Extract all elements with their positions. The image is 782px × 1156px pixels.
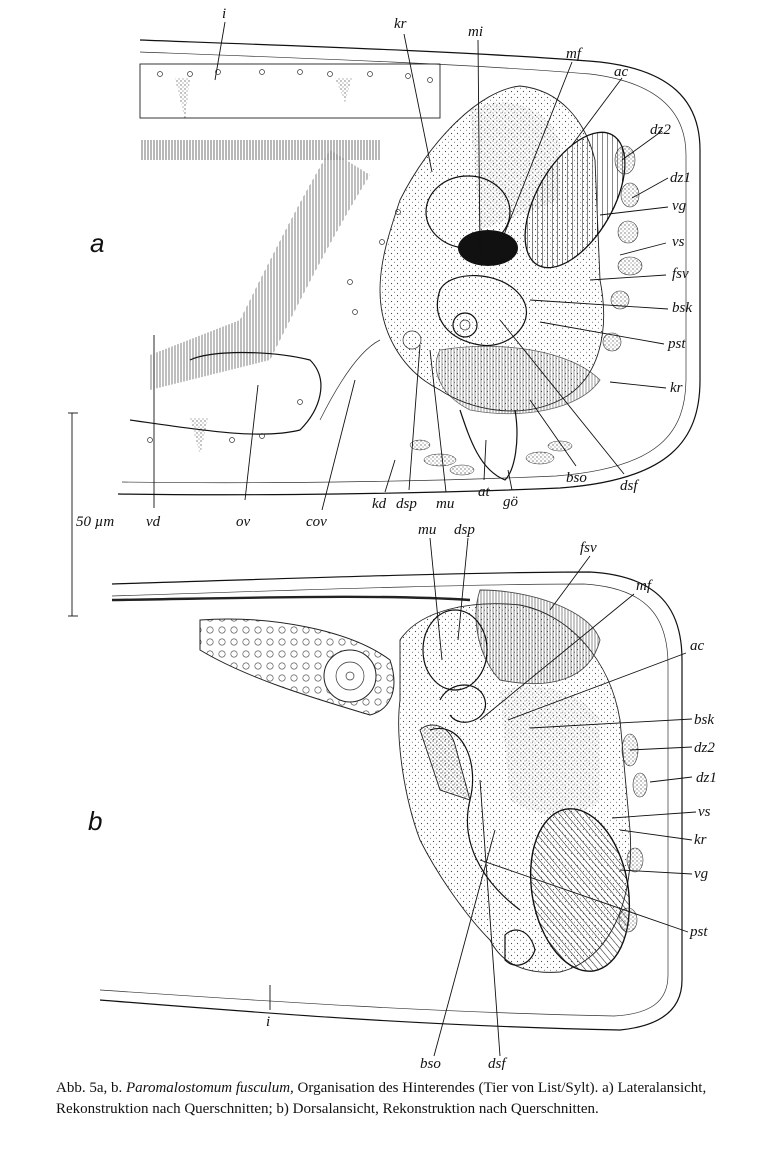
anatomical-diagram: a i kr mi mf ac dz2 dz1 vg vs fsv bsk ps… [68, 6, 717, 1070]
label-a-bsk: bsk [672, 300, 692, 316]
label-a-mi: mi [468, 24, 483, 40]
caption-text: Organisation des Hinterendes (Tier von L… [56, 1080, 707, 1117]
panel-b [99, 537, 697, 1057]
label-a-bso: bso [566, 470, 587, 486]
label-a-go: gö [503, 494, 519, 510]
label-b-dz2: dz2 [694, 740, 715, 756]
label-b-bsk: bsk [694, 712, 714, 728]
label-b-dsf: dsf [488, 1056, 507, 1070]
caption-prefix: Abb. 5a, b. [56, 1080, 123, 1096]
intestine-folds-a [175, 78, 352, 120]
label-b-ac: ac [690, 638, 705, 654]
label-a-fsv: fsv [672, 266, 689, 282]
intestine-cilia-a [140, 140, 380, 160]
ovary-fold-a [190, 418, 208, 455]
atrial-glands-a [409, 439, 573, 476]
gland-clusters-b [618, 733, 648, 933]
label-a-vg: vg [672, 198, 687, 214]
seminal-bulb-b [422, 609, 488, 691]
label-b-mf: mf [636, 578, 653, 594]
ovary-a [129, 351, 322, 435]
vas-deferens-b [111, 595, 471, 602]
ovary-nuclei-a [147, 209, 401, 443]
leader-lines-a [153, 21, 669, 511]
ciliated-band-a [150, 150, 370, 390]
label-a-kr-top: kr [394, 16, 407, 32]
label-a-ov: ov [236, 514, 251, 530]
penis-stylet-base-a [452, 312, 478, 338]
label-a-at: at [478, 484, 491, 500]
label-b-fsv: fsv [580, 540, 597, 556]
duct-coil-b [439, 684, 487, 723]
label-b-pst: pst [689, 924, 708, 940]
label-b-kr: kr [694, 832, 707, 848]
stylet-base-b [419, 724, 471, 801]
copulatory-duct-a [436, 274, 527, 347]
label-a-kr-right: kr [670, 380, 683, 396]
label-b-bso: bso [420, 1056, 441, 1070]
labels-panel-a: a i kr mi mf ac dz2 dz1 vg vs fsv bsk ps… [76, 6, 692, 530]
panel-b-letter: b [88, 806, 102, 836]
scale-bar [68, 412, 78, 617]
leader-lines-b [269, 537, 697, 1057]
label-b-i: i [266, 1014, 270, 1030]
body-wall-b-inner [99, 583, 669, 1017]
label-a-kd: kd [372, 496, 387, 512]
fsv-b [475, 589, 601, 685]
label-a-ac: ac [614, 64, 629, 80]
mature-oocyte-b [323, 649, 377, 703]
label-b-vg: vg [694, 866, 709, 882]
scale-bar-label: 50 µm [76, 514, 114, 530]
label-a-dsp: dsp [396, 496, 417, 512]
label-a-dsf: dsf [620, 478, 639, 494]
label-b-dz1: dz1 [696, 770, 717, 786]
label-a-mf: mf [566, 46, 583, 62]
body-wall-b-outer [99, 571, 683, 1031]
sperm-duct-end-a [402, 330, 422, 350]
atrium-a [459, 409, 518, 481]
label-b-dsp: dsp [454, 522, 475, 538]
label-a-vs: vs [672, 234, 685, 250]
body-wall-a-inner [121, 51, 687, 484]
intestine-nuclei-a [157, 69, 433, 83]
label-a-cov: cov [306, 514, 327, 530]
caption-species: Paromalostomum fusculum, [126, 1080, 294, 1096]
label-a-dz2: dz2 [650, 122, 671, 138]
vesicula-granulorum-a [524, 131, 626, 269]
label-a-dz1: dz1 [670, 170, 691, 186]
intestine-a [139, 63, 441, 119]
label-b-vs: vs [698, 804, 711, 820]
label-a-mu: mu [436, 496, 454, 512]
bulbus-muscle-a [436, 345, 601, 415]
label-b-mu: mu [418, 522, 436, 538]
panel-a [68, 21, 701, 617]
muscle-ring-a [458, 230, 518, 266]
cement-area-b [500, 686, 600, 815]
label-a-i: i [222, 6, 226, 22]
label-a-vd: vd [146, 514, 161, 530]
label-a-pst: pst [667, 336, 686, 352]
genital-pore-b [504, 929, 536, 966]
vesicula-granulorum-b [529, 808, 631, 972]
figure-caption: Abb. 5a, b. Paromalostomum fusculum, Org… [56, 1078, 772, 1120]
panel-a-letter: a [90, 228, 104, 258]
labels-panel-b: b mu dsp fsv mf ac bsk dz2 dz1 vs kr vg … [88, 522, 717, 1070]
gland-clusters-a [602, 145, 643, 352]
body-wall-a-outer [117, 39, 701, 496]
